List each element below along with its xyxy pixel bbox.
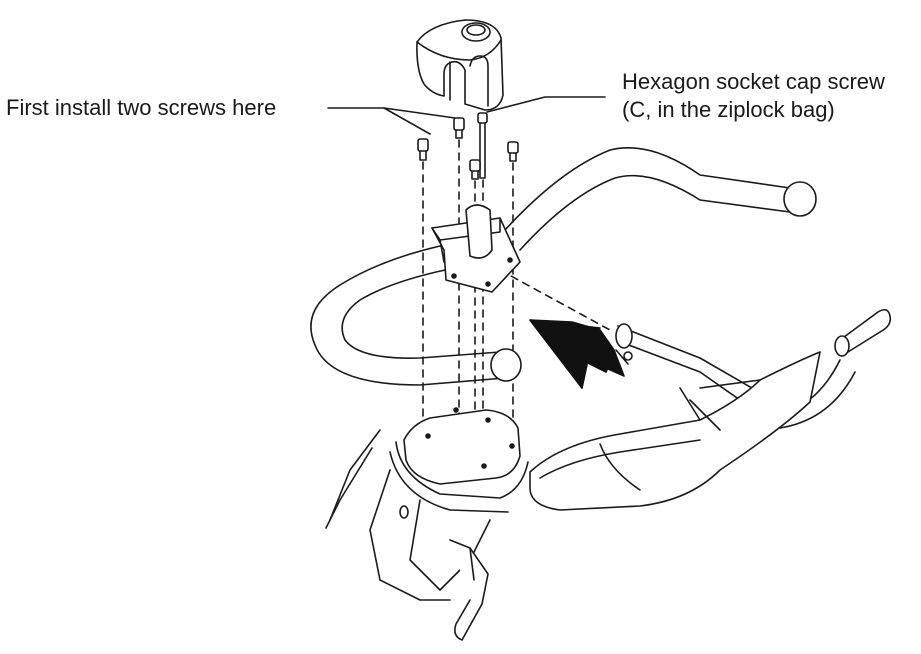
first-install-callout: First install two screws here: [6, 95, 277, 120]
screws: [417, 112, 519, 180]
hex-screw-callout: Hexagon socket cap screw (C, in the zipl…: [622, 68, 885, 124]
direction-arrow: [529, 319, 625, 389]
leader-lines: [327, 96, 606, 135]
hex-screw-callout-line1: Hexagon socket cap screw: [622, 69, 885, 94]
handlebar-clamp: [431, 204, 521, 293]
cap-cover: [416, 19, 504, 111]
handlebar-loop: [310, 147, 817, 386]
hex-screw-callout-line2: (C, in the ziplock bag): [622, 97, 835, 122]
aero-bar: [529, 308, 892, 511]
stem-mount: [325, 407, 529, 641]
